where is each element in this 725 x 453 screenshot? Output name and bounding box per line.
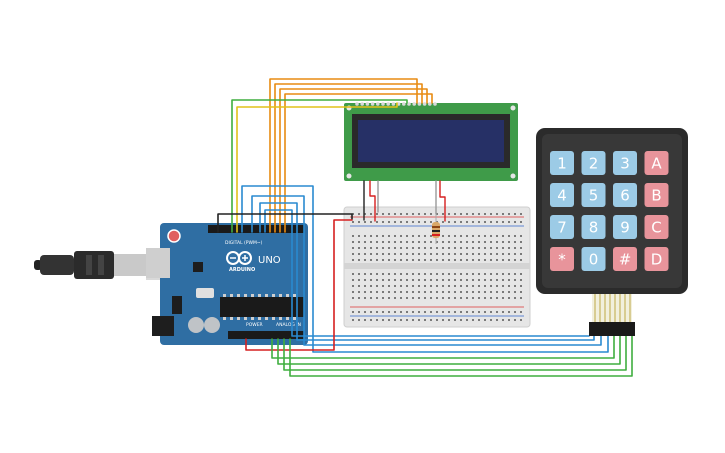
key-D[interactable]: D [644,247,669,271]
wire-black [217,213,353,233]
atmega-chip [220,297,304,317]
digital-header [208,225,304,233]
key-label: 2 [589,155,599,173]
wire-green-3 [283,335,627,371]
wire-blue-3 [259,202,595,341]
wire-blue-4 [264,209,590,337]
key-2[interactable]: 2 [581,151,606,175]
key-label: A [651,155,662,173]
key-label: 0 [589,251,599,269]
wire-green-1 [271,335,615,359]
key-label: 5 [589,187,599,205]
power-jack [152,316,174,336]
resistor [432,214,440,244]
wire-red-power [245,219,353,351]
key-1[interactable]: 1 [550,151,574,175]
arduino-uno-board: DIGITAL (PWM~) ARDUINO UNO POWER ANALOG … [146,223,308,345]
key-label: 4 [557,187,567,205]
key-label: * [558,251,566,269]
key-label: 9 [620,219,630,237]
lcd-16x2 [344,102,518,181]
key-label: 8 [589,219,599,237]
keypad-keys: 1 2 3 A 4 5 6 B 7 8 9 C * 0 # D [550,151,669,271]
wire-blue-2 [251,195,602,346]
wire-orange-3 [279,88,428,233]
usb-port [146,248,170,278]
analog-label: ANALOG IN [276,322,301,328]
wire-orange-4 [284,93,433,233]
key-label: D [651,251,663,269]
reset-button [167,229,181,243]
key-label: B [651,187,661,205]
key-label: 7 [557,219,567,237]
key-0[interactable]: 0 [581,247,606,271]
key-C[interactable]: C [644,215,669,239]
wire-red-lcd [369,180,376,222]
wire-green-top [231,99,408,233]
key-label: C [651,219,661,237]
wire-red-lcd-2 [439,180,446,222]
key-3[interactable]: 3 [613,151,637,175]
key-label: 6 [620,187,630,205]
lcd-screen [358,120,504,162]
key-#[interactable]: # [613,247,637,271]
wire-blue-1 [241,185,609,353]
key-4[interactable]: 4 [550,183,574,207]
wire-yellow [236,102,398,233]
arduino-logo-icon [226,251,252,265]
wire-green-4 [289,335,633,377]
key-5[interactable]: 5 [581,183,606,207]
power-analog-header [228,331,304,339]
wires [217,78,633,377]
key-8[interactable]: 8 [581,215,606,239]
digital-label: DIGITAL (PWM~) [225,240,263,246]
key-9[interactable]: 9 [613,215,637,239]
key-7[interactable]: 7 [550,215,574,239]
key-label: 3 [620,155,630,173]
brand-label: ARDUINO [229,267,255,273]
key-6[interactable]: 6 [613,183,637,207]
key-label: 1 [557,155,567,173]
power-label: POWER [246,322,263,328]
key-A[interactable]: A [644,151,669,175]
wire-orange-1 [269,78,418,233]
wire-green-2 [277,335,621,365]
key-*[interactable]: * [550,247,574,271]
keypad-ribbon [589,294,635,336]
lcd-pin-header [355,102,437,106]
key-label: # [619,251,632,269]
breadboard-holes [352,213,522,321]
keypad-4x4: 1 2 3 A 4 5 6 B 7 8 9 C * 0 # D [536,128,688,336]
model-label: UNO [258,255,281,266]
key-B[interactable]: B [644,183,669,207]
